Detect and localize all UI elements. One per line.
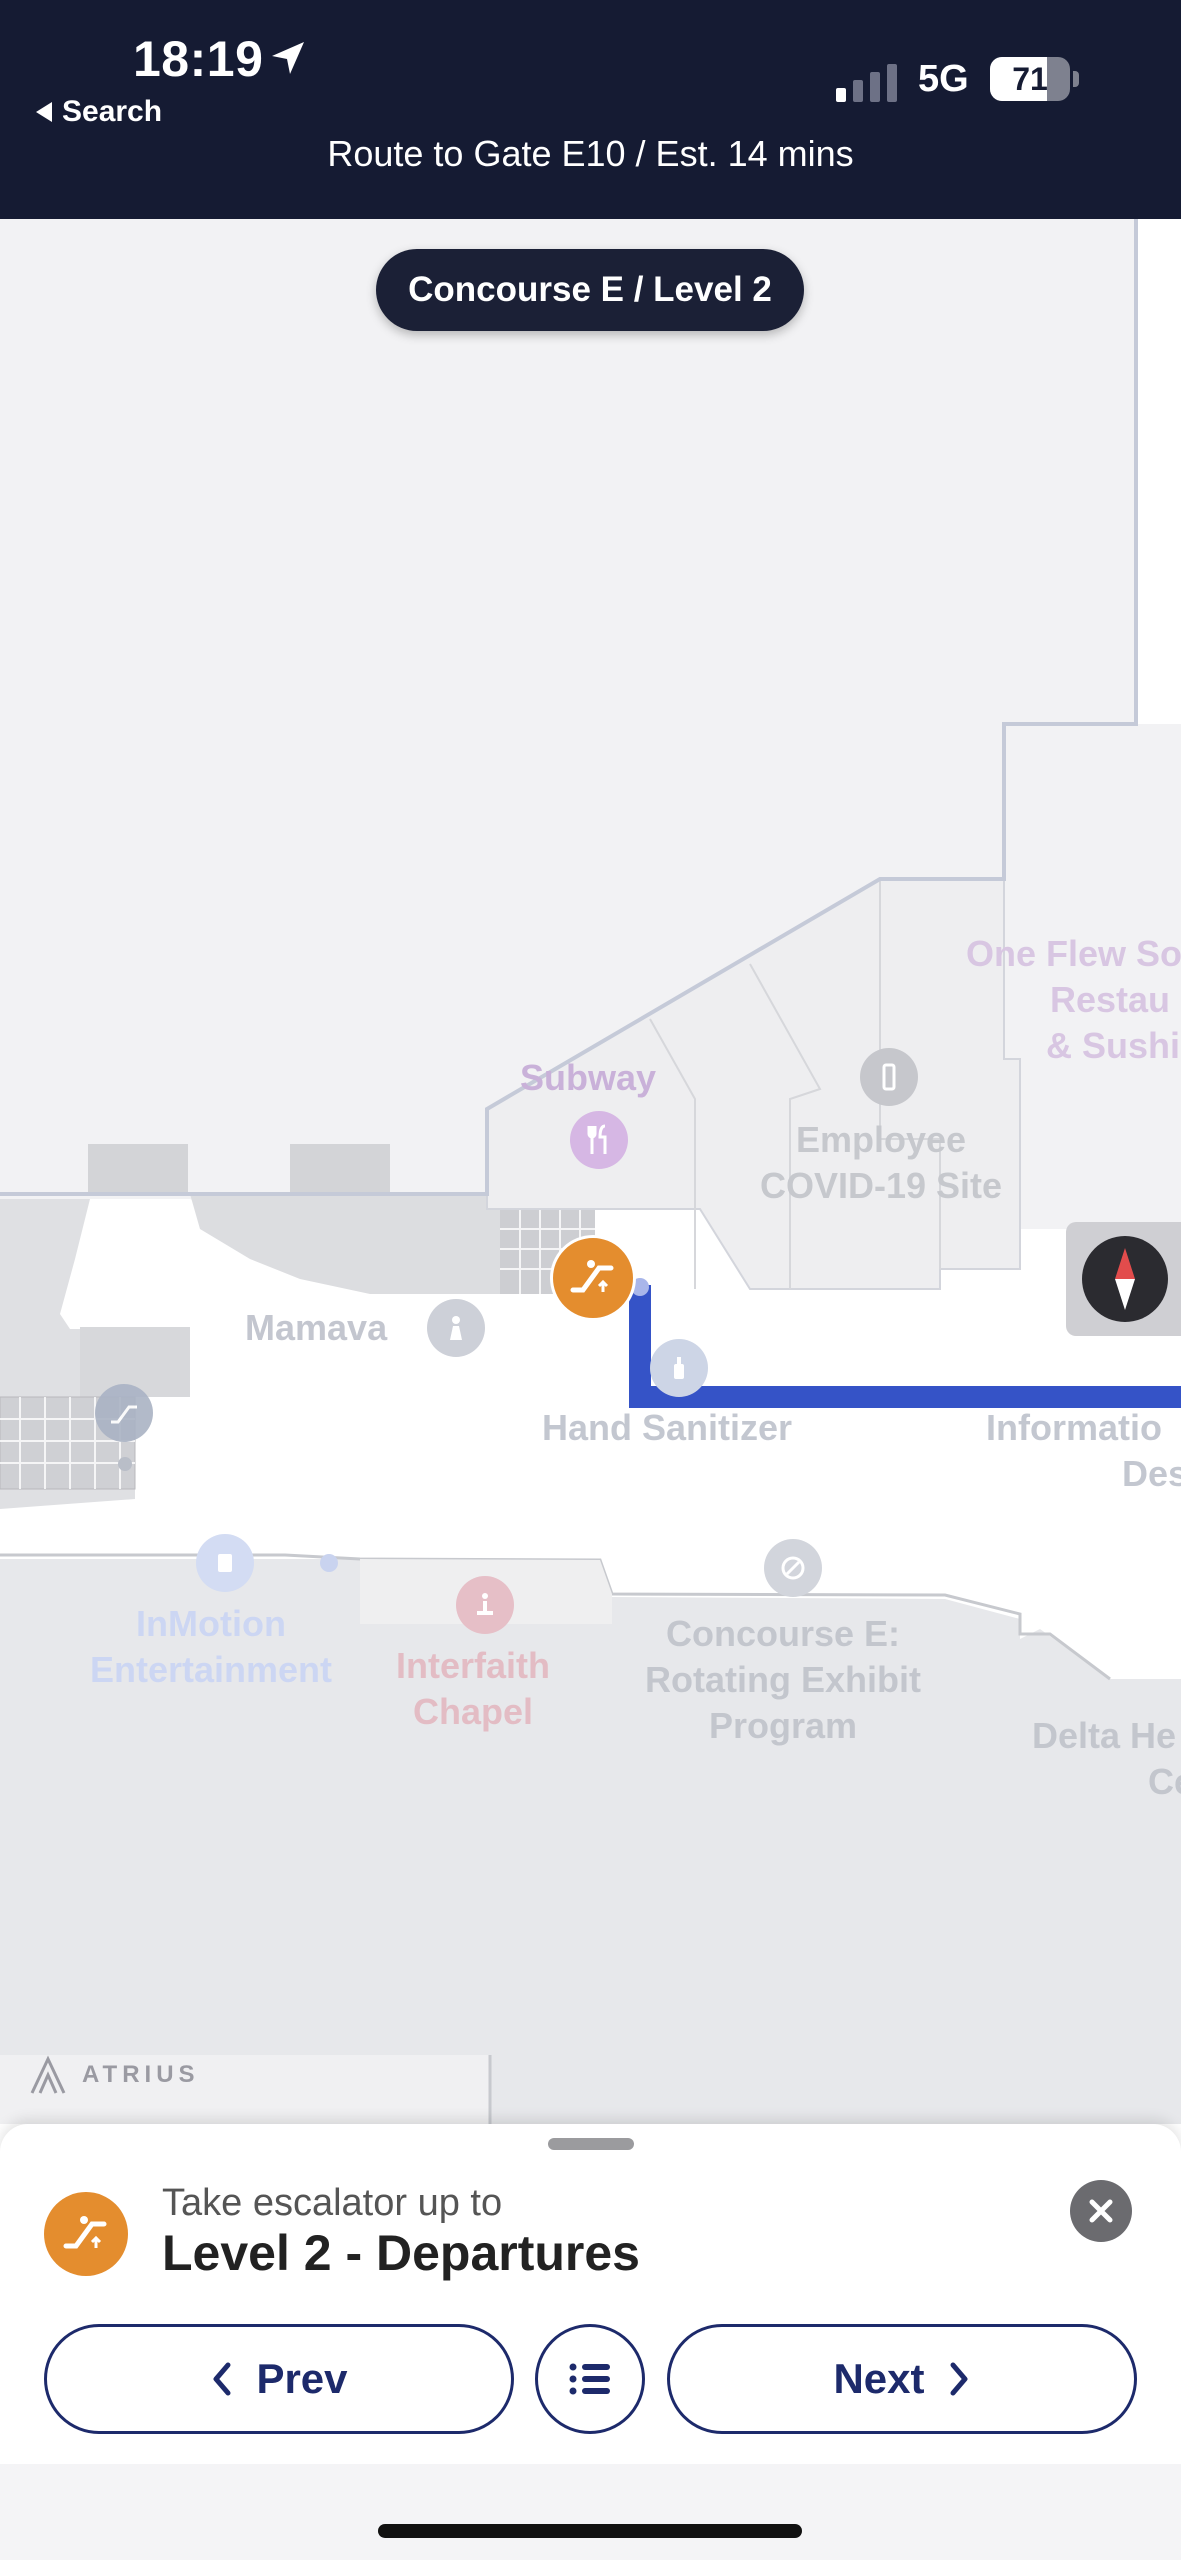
chevron-right-icon (950, 2362, 968, 2396)
art-exhibit-icon[interactable] (764, 1539, 822, 1597)
battery-icon: 71 (990, 57, 1080, 101)
home-indicator[interactable] (378, 2524, 802, 2538)
step-instruction-sub: Take escalator up to (162, 2182, 503, 2224)
network-type: 5G (918, 58, 969, 100)
back-triangle-icon (36, 102, 52, 122)
prev-step-button[interactable]: Prev (44, 2324, 514, 2434)
sanitizer-icon[interactable] (650, 1339, 708, 1397)
directions-sheet: Take escalator up to Level 2 - Departure… (0, 2124, 1181, 2464)
poi-delta-label[interactable]: Delta He Cent (1032, 1715, 1181, 1802)
indoor-map[interactable]: Concourse E / Level 2 Subway Employee CO… (0, 219, 1181, 2124)
chapel-icon[interactable] (456, 1576, 514, 1634)
poi-one-flew-label[interactable]: One Flew So Restau & Sushi (966, 933, 1181, 1066)
close-directions-button[interactable] (1070, 2180, 1132, 2242)
map-dot (320, 1554, 338, 1572)
list-icon (569, 2363, 610, 2395)
poi-interfaith-chapel-label[interactable]: Interfaith Chapel (396, 1645, 551, 1732)
navigation-header: 18:19 Search 5G 71 Route to Gate E10 / E… (0, 0, 1181, 219)
next-label: Next (833, 2355, 925, 2402)
cellular-signal-icon (836, 64, 897, 102)
back-search-label: Search (62, 95, 163, 128)
poi-information-label[interactable]: Informatio Des (986, 1407, 1181, 1494)
atrius-brand-text: ATRIUS (82, 2061, 200, 2088)
home-area (0, 2464, 1181, 2560)
location-arrow-icon (272, 42, 304, 74)
battery-level: 71 (1012, 61, 1048, 97)
prev-label: Prev (256, 2355, 348, 2402)
escalator-up-marker-icon[interactable] (550, 1235, 636, 1321)
status-time: 18:19 (133, 31, 264, 87)
chevron-left-icon (213, 2362, 231, 2396)
poi-mamava-label[interactable]: Mamava (245, 1307, 388, 1348)
compass-icon (1082, 1236, 1168, 1322)
poi-employee-covid-label[interactable]: Employee COVID-19 Site (760, 1119, 1003, 1206)
route-title: Route to Gate E10 / Est. 14 mins (327, 133, 854, 174)
step-list-button[interactable] (535, 2324, 645, 2434)
next-step-button[interactable]: Next (667, 2324, 1137, 2434)
escalator-icon (44, 2192, 128, 2276)
level-indicator[interactable]: Concourse E / Level 2 (376, 249, 804, 331)
close-icon (1089, 2199, 1113, 2223)
health-icon[interactable] (860, 1048, 918, 1106)
restaurant-icon[interactable] (570, 1111, 628, 1169)
back-to-search-link[interactable]: Search (36, 95, 162, 129)
atrius-logo: ATRIUS (28, 2055, 200, 2095)
nursing-icon[interactable] (427, 1299, 485, 1357)
poi-subway-label[interactable]: Subway (520, 1057, 657, 1098)
sheet-drag-handle[interactable] (548, 2138, 634, 2150)
atrius-logo-icon (30, 2055, 66, 2094)
floor-plan (0, 219, 1181, 2124)
map-dot (118, 1457, 132, 1471)
compass-button[interactable] (1066, 1222, 1181, 1336)
entertainment-icon[interactable] (196, 1534, 254, 1592)
step-instruction-main: Level 2 - Departures (162, 2225, 640, 2281)
poi-rotating-exhibit-label[interactable]: Concourse E: Rotating Exhibit Program (645, 1613, 921, 1746)
poi-hand-sanitizer-label[interactable]: Hand Sanitizer (542, 1407, 793, 1448)
escalator-map-icon[interactable] (95, 1384, 153, 1442)
poi-inmotion-label[interactable]: InMotion Entertainment (90, 1603, 333, 1690)
